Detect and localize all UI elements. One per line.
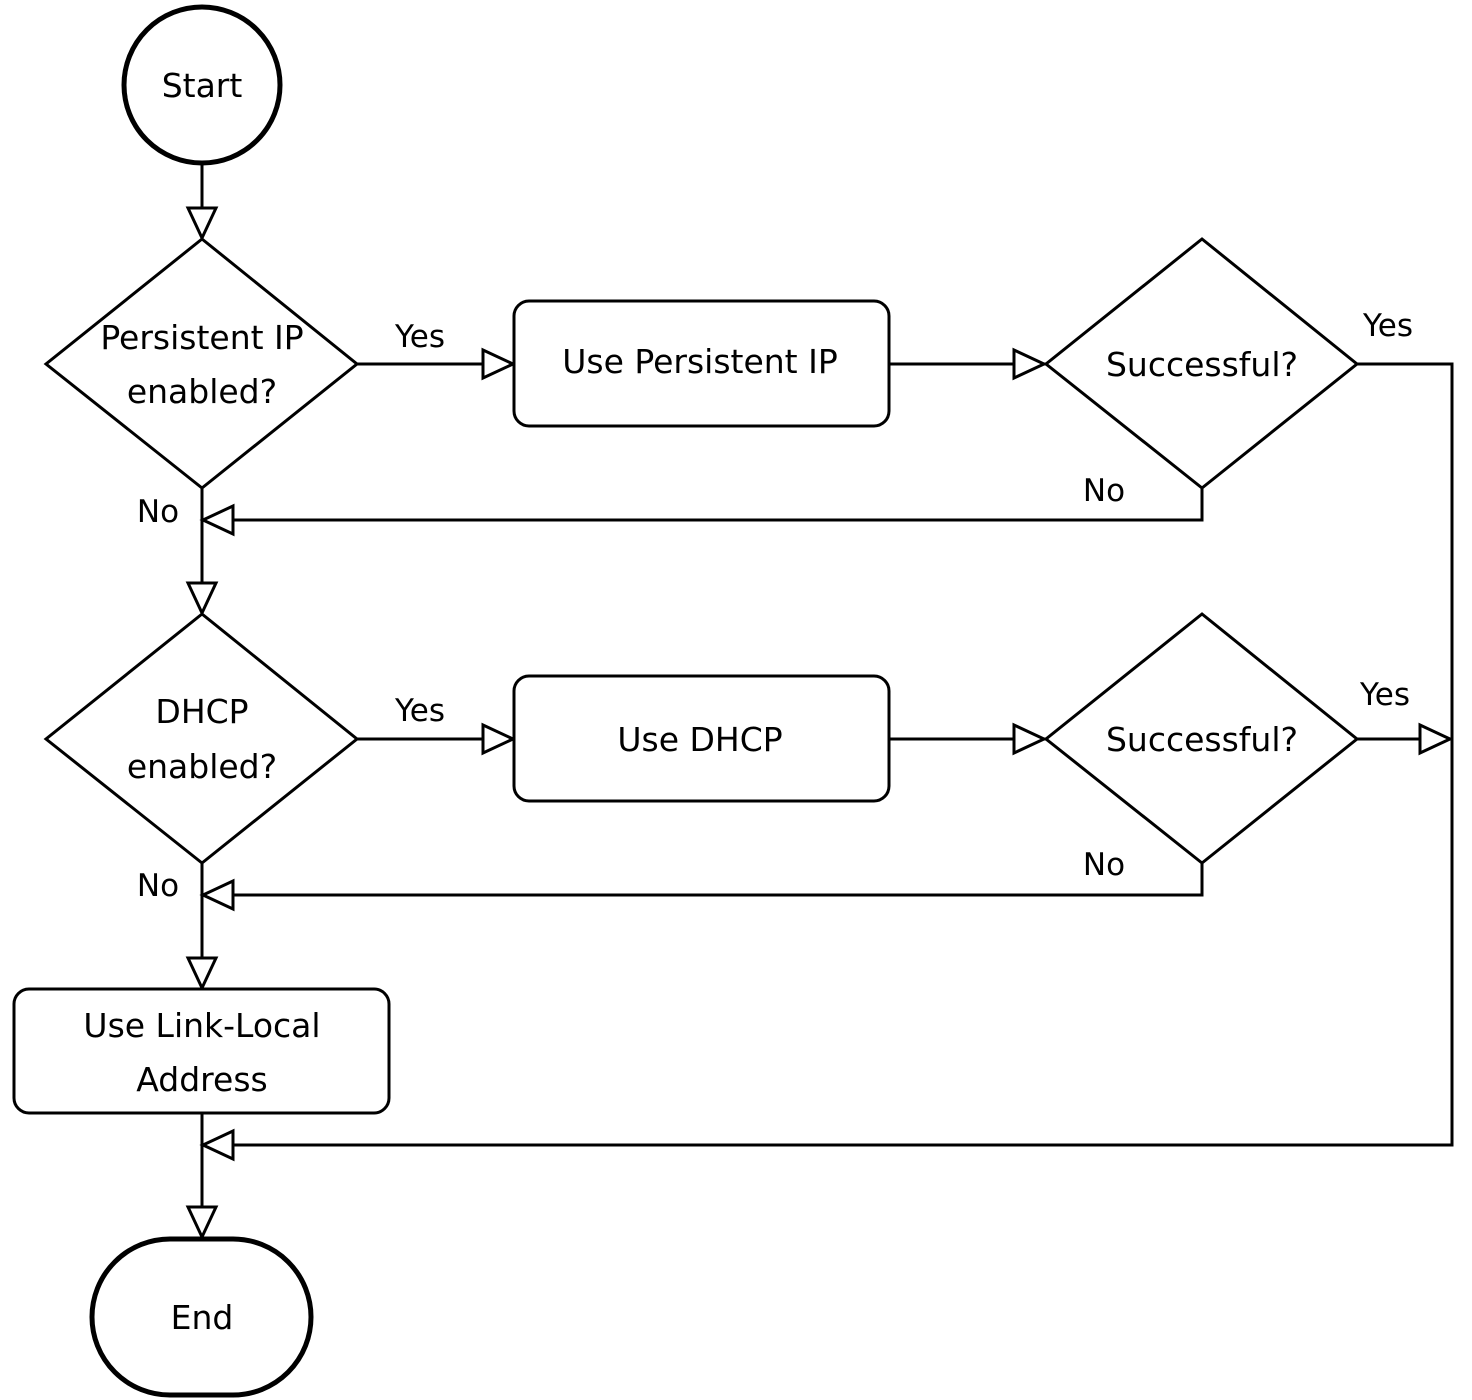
persistent-ip-decision-label-line1: Persistent IP [100,318,303,357]
persistent-ip-decision: Persistent IP enabled? [43,237,360,490]
start-node: Start [121,4,283,166]
use-dhcp-box [512,674,891,803]
start-label: Start [162,66,243,105]
arrowhead-left-no-merge-1 [199,503,235,537]
dhcp-decision-label-line1: DHCP [155,692,248,731]
arrowhead-down-dhcp [185,581,219,617]
arrowheads [185,206,1454,1241]
end-terminal [89,1236,314,1398]
link-local-label-line2: Address [136,1060,267,1099]
arrowhead-left-yes-merge [199,1128,235,1162]
arrowhead-right-usepersistent [481,347,517,381]
edge-label-dhcp-success-no: No [1083,847,1125,883]
dhcp-decision: DHCP enabled? [43,612,360,865]
end-label: End [171,1298,234,1337]
arrowhead-right-persistent-success [1012,347,1048,381]
use-dhcp-process: Use DHCP [512,674,891,803]
dhcp-decision-label-line2: enabled? [127,747,277,786]
use-persistent-ip-label: Use Persistent IP [562,342,838,381]
arrowhead-right-usedhcp [481,722,517,756]
edge-persistent-success-no [202,488,1204,522]
persistent-success-label: Successful? [1106,345,1298,384]
arrowhead-down-persistent [185,206,219,242]
edge-label-persistent-yes: Yes [394,319,445,355]
edge-dhcp-success-no [202,863,1204,897]
persistent-ip-decision-label-line2: enabled? [127,372,277,411]
arrowhead-right-dhcp-success-yes [1418,722,1454,756]
edge-label-dhcp-success-yes: Yes [1359,677,1410,713]
dhcp-success-decision: Successful? [1043,612,1360,865]
edge-labels: Yes No Yes No Yes No Yes No [137,308,1413,904]
arrowhead-down-linklocal [185,956,219,992]
use-persistent-ip-box [512,299,891,428]
arrowhead-left-no-merge-2 [199,878,235,912]
persistent-success-decision: Successful? [1043,237,1360,490]
end-node: End [89,1236,314,1398]
persistent-success-diamond [1043,237,1360,490]
dhcp-success-diamond [1043,612,1360,865]
link-local-box [12,987,391,1115]
use-dhcp-label: Use DHCP [617,720,782,759]
edge-label-dhcp-yes: Yes [394,693,445,729]
persistent-ip-diamond [43,237,360,490]
link-local-label-line1: Use Link-Local [83,1006,320,1045]
edges [200,163,1454,1238]
use-persistent-ip-process: Use Persistent IP [512,299,891,428]
edge-label-persistent-no: No [137,494,179,530]
edge-persistent-success-yes [202,362,1454,1147]
start-circle [121,4,283,166]
edge-label-persistent-success-no: No [1083,473,1125,509]
edge-label-dhcp-no: No [137,868,179,904]
dhcp-diamond [43,612,360,865]
dhcp-success-label: Successful? [1106,720,1298,759]
arrowhead-right-dhcp-success [1012,722,1048,756]
edge-label-persistent-success-yes: Yes [1362,308,1413,344]
arrowhead-down-end [185,1205,219,1241]
link-local-process: Use Link-Local Address [12,987,391,1115]
